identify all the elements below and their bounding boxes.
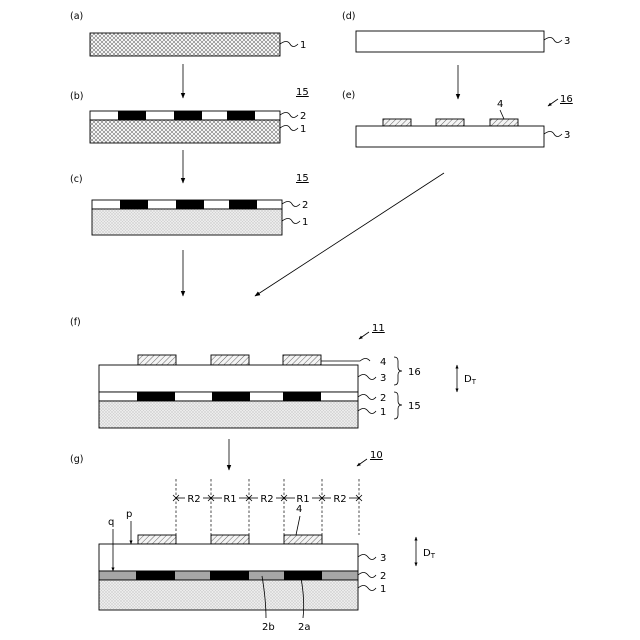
ref-15-b: 15 [296,87,309,98]
ref-2-b: 2 [300,111,306,122]
ref-16-e: 16 [560,94,573,105]
substrate-1-c [92,209,282,235]
ref-3-d: 3 [564,36,570,47]
panel-label-b: (b) [70,91,83,102]
ref-15-c: 15 [296,173,309,184]
leader-1-c [282,219,300,224]
brace-16 [394,357,402,385]
leader-1-g [358,586,376,591]
leader-10-g [357,459,367,466]
substrate-1-f [99,401,358,428]
panel-label-c: (c) [70,174,83,185]
leader-4-f [321,359,370,362]
leader-3-e [544,132,562,137]
leader-3-d [544,38,562,43]
ref-2a: 2a [298,622,311,633]
arrow-e-f [255,173,444,296]
black-pattern-c1 [120,200,148,209]
leader-4-e [500,110,504,119]
ref-p: p [126,509,132,520]
leader-16-e [548,99,558,106]
leader-2-b [280,113,298,118]
pattern-4-e3 [490,119,518,126]
black-pattern-f1 [137,392,175,401]
leader-2-g [358,573,376,578]
ref-3-e: 3 [564,130,570,141]
pattern-4-e1 [383,119,411,126]
ref-16-f: 16 [408,367,421,378]
ref-2b: 2b [262,622,275,633]
pattern-4-g2 [211,535,249,544]
film-3-f [99,365,358,392]
ref-4-f: 4 [380,357,386,368]
dt-label-f: DT [464,374,477,386]
region-label-r1-a: R1 [223,494,236,505]
leader-2-c [282,202,300,207]
black-pattern-b3 [227,111,255,120]
brace-15 [394,392,402,419]
pattern-4-f1 [138,355,176,365]
ref-1-g: 1 [380,584,386,595]
black-pattern-c3 [229,200,257,209]
ref-11-f: 11 [372,323,385,334]
ref-1-c: 1 [302,217,308,228]
panel-c: (c) 15 2 1 [70,173,309,296]
panel-label-g: (g) [70,454,83,465]
substrate-1-g [99,580,358,610]
pattern-4-g1 [138,535,176,544]
ref-3-g: 3 [380,553,386,564]
leader-3-g [358,555,376,560]
panel-label-d: (d) [342,11,355,22]
film-3-d [356,31,544,52]
ref-10-g: 10 [370,450,383,461]
pattern-4-e2 [436,119,464,126]
black-pattern-g3 [284,571,322,580]
panel-label-f: (f) [70,317,81,328]
black-pattern-g2 [210,571,249,580]
ref-1-f: 1 [380,407,386,418]
black-pattern-c2 [176,200,204,209]
substrate-1-b [90,120,280,143]
ref-4-e: 4 [497,99,503,110]
ref-1-a: 1 [300,40,306,51]
dt-label-g: DT [423,548,436,560]
region-label-r2-c: R2 [333,494,346,505]
leader-1-b [280,126,298,131]
pattern-4-g3 [284,535,322,544]
black-pattern-g1 [136,571,175,580]
region-label-r2-b: R2 [260,494,273,505]
black-pattern-b2 [174,111,202,120]
ref-1-b: 1 [300,124,306,135]
film-3-g [99,544,358,571]
panel-label-e: (e) [342,90,355,101]
substrate-1-a [90,33,280,56]
black-pattern-f3 [283,392,321,401]
panel-d: (d) 3 [342,11,570,99]
panel-label-a: (a) [70,11,83,22]
panel-g: (g) 10 R2 R1 R2 R1 R2 [70,450,436,633]
black-pattern-f2 [212,392,250,401]
leader-11-f [359,332,369,339]
ref-3-f: 3 [380,373,386,384]
film-3-e [356,126,544,147]
leader-4-g [296,516,300,535]
pattern-4-f2 [211,355,249,365]
leader-3-f [358,375,376,380]
panel-f: (f) 11 4 3 2 1 16 15 DT [70,317,477,470]
ref-2-c: 2 [302,200,308,211]
region-label-r2-a: R2 [187,494,200,505]
leader-1-a [280,42,298,47]
pattern-4-f3 [283,355,321,365]
ref-2-g: 2 [380,571,386,582]
panel-a: (a) 1 [70,11,306,98]
ref-4-g: 4 [296,504,302,515]
leader-2-f [358,395,376,400]
ref-q: q [108,517,114,528]
ref-2-f: 2 [380,393,386,404]
panel-b: (b) 15 2 1 [70,87,309,183]
ref-15-f: 15 [408,401,421,412]
leader-1-f [358,409,376,414]
black-pattern-b1 [118,111,146,120]
